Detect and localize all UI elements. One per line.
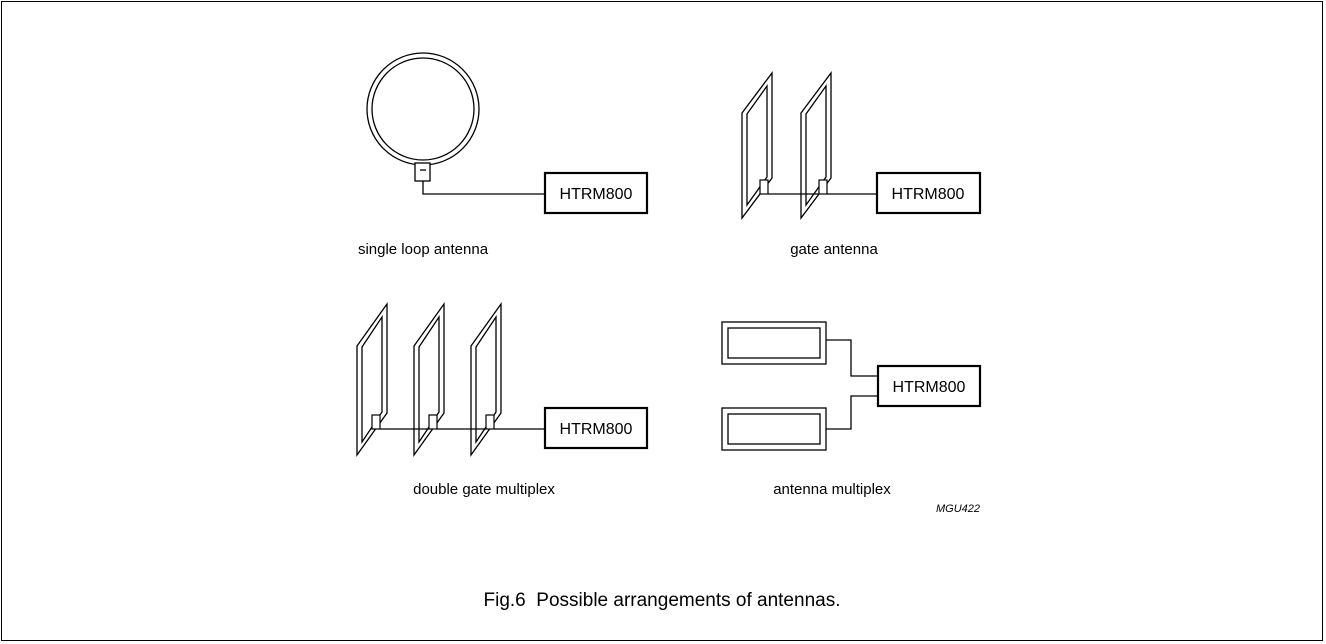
reader-box-1-label: HTRM800 bbox=[560, 186, 633, 203]
loop-antenna-connector bbox=[414, 162, 431, 182]
figure-code: MGU422 bbox=[936, 503, 980, 515]
loop-antenna-outer bbox=[366, 52, 480, 166]
multiplex-cable-1 bbox=[826, 339, 878, 377]
reader-box-2-label: HTRM800 bbox=[892, 186, 965, 203]
gate-antenna-frame-2 bbox=[800, 71, 832, 220]
multiplex-cable-2 bbox=[826, 395, 878, 430]
loop-antenna-inner bbox=[371, 57, 475, 161]
reader-box-4-label: HTRM800 bbox=[893, 379, 966, 396]
label-antenna-multiplex: antenna multiplex bbox=[773, 481, 891, 498]
reader-box-4 bbox=[876, 364, 982, 408]
loop-antenna-cable bbox=[422, 181, 545, 195]
label-double-gate-multiplex: double gate multiplex bbox=[413, 481, 555, 498]
figure-caption: Fig.6 Possible arrangements of antennas. bbox=[484, 590, 841, 611]
double-gate-multiplex-group: HTRM800 double gate multiplex bbox=[356, 301, 649, 498]
label-gate-antenna: gate antenna bbox=[790, 241, 878, 258]
reader-box-3 bbox=[543, 406, 649, 450]
double-gate-frame-3 bbox=[470, 301, 502, 458]
label-single-loop-antenna: single loop antenna bbox=[358, 241, 489, 258]
reader-box-1 bbox=[543, 171, 649, 215]
double-gate-frame-2 bbox=[413, 301, 445, 458]
reader-box-3-label: HTRM800 bbox=[560, 421, 633, 438]
multiplex-antenna-1 bbox=[721, 321, 827, 365]
gate-antenna-frame-1 bbox=[741, 71, 773, 220]
single-loop-antenna-group: HTRM800 single loop antenna bbox=[358, 52, 649, 258]
antenna-multiplex-group: HTRM800 antenna multiplex bbox=[721, 321, 982, 498]
multiplex-antenna-2 bbox=[721, 407, 827, 451]
gate-antenna-group: HTRM800 gate antenna bbox=[741, 71, 982, 258]
double-gate-frame-1 bbox=[356, 301, 388, 458]
reader-box-2 bbox=[875, 171, 982, 215]
